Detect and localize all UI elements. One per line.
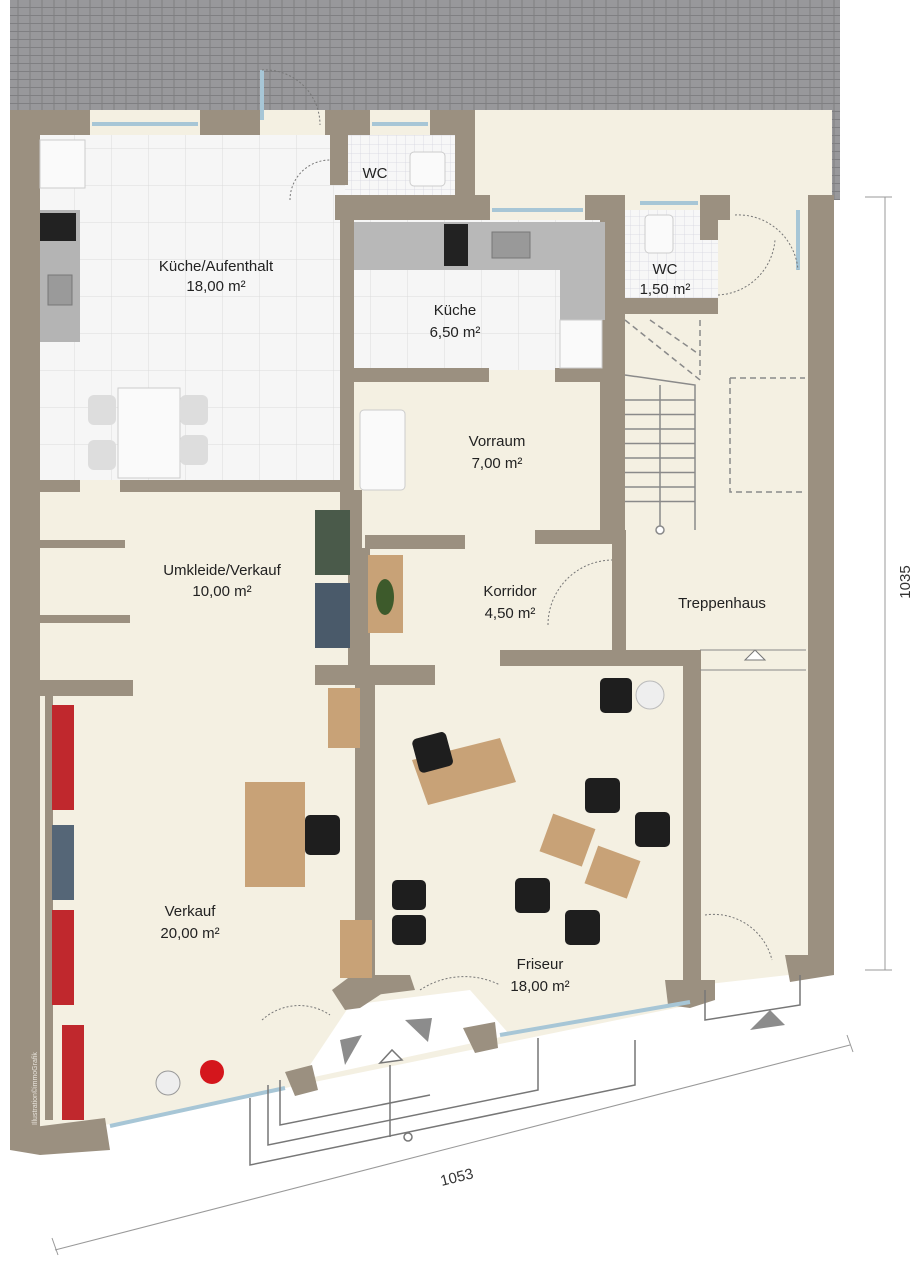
room-area: 18,00 m² — [186, 278, 245, 295]
chair-icon — [392, 880, 426, 910]
helmet-icon — [200, 1060, 224, 1084]
kitchen-furniture — [39, 139, 674, 491]
room-name: Küche — [434, 302, 477, 319]
chair-icon — [392, 915, 426, 945]
walls — [10, 110, 834, 1155]
room-area: 7,00 m² — [472, 455, 523, 472]
room-name: Friseur — [517, 956, 564, 973]
room-name: 20,00 m² — [160, 925, 219, 942]
chair-icon — [565, 910, 600, 945]
furniture — [52, 510, 670, 1120]
desk — [245, 782, 305, 887]
toilet-icon — [409, 151, 446, 187]
room-area: 18,00 m² — [510, 978, 569, 995]
clothing-rack — [315, 583, 350, 648]
chair-icon — [412, 732, 453, 773]
helmet-icon — [155, 1070, 181, 1096]
height-dimension: 1035 — [897, 565, 914, 598]
chair-icon — [515, 878, 550, 913]
width-dimension: 1053 — [439, 1165, 475, 1190]
room-name: Vorraum — [469, 433, 526, 450]
dimension-lines — [51, 196, 892, 1256]
clothing-rack — [315, 510, 350, 575]
room-area: 1,50 m² — [640, 281, 691, 298]
room-area: 10,00 m² — [192, 583, 251, 600]
room-area: 6,50 m² — [430, 324, 481, 341]
sink-icon — [491, 231, 531, 259]
toilet-icon — [644, 214, 674, 254]
plant-icon — [376, 579, 394, 615]
chair-icon — [600, 678, 632, 713]
cooktop-icon — [40, 213, 76, 241]
entrance-steps — [249, 975, 801, 1166]
room-name: Küche/Aufenthalt — [159, 258, 274, 275]
room-name: Korridor — [483, 583, 536, 600]
room-area: 4,50 m² — [485, 605, 536, 622]
chair-icon — [585, 778, 620, 813]
staircase — [624, 319, 805, 535]
room-name: Umkleide/Verkauf — [163, 562, 281, 579]
room-name: Treppenhaus — [678, 595, 766, 612]
cooktop-icon — [444, 224, 468, 266]
windows — [92, 70, 800, 1128]
door-swings — [261, 69, 799, 1021]
arrow-icon — [743, 649, 767, 661]
threshold — [700, 649, 806, 671]
sink-icon — [47, 274, 73, 306]
chair-icon — [305, 815, 340, 855]
chair-icon — [635, 812, 670, 847]
room-name: Verkauf — [165, 903, 217, 920]
washbasin-icon — [359, 409, 406, 491]
washbasin-icon — [635, 680, 665, 710]
dining-table — [117, 387, 181, 479]
clothing-rack — [52, 705, 84, 1120]
room-labels: Küche/Aufenthalt 18,00 m² WC Küche 6,50 … — [159, 165, 766, 995]
room-name: WC — [653, 261, 678, 278]
clothing-rack — [52, 825, 74, 900]
room-name: WC — [363, 165, 388, 182]
watermark: Illustration©immoGrafik — [31, 1052, 39, 1125]
direction-arrows — [340, 1010, 785, 1065]
